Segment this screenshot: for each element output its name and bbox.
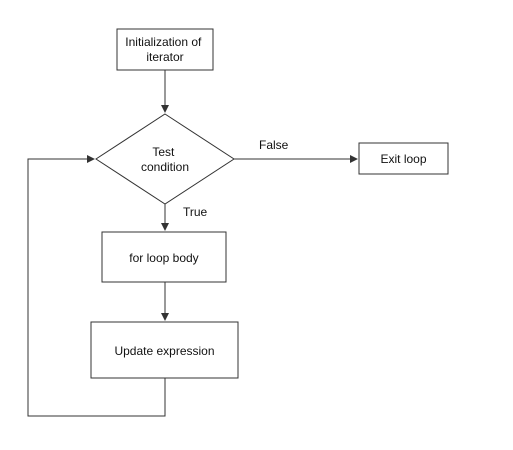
node-initialization-line-1: Initialization of <box>125 35 202 49</box>
node-for-loop-body: for loop body <box>101 231 227 283</box>
node-test-condition: Test condition <box>95 113 235 205</box>
node-exit-loop-label: Exit loop <box>380 152 426 166</box>
svg-text:Initialization of iterat: Initialization of iterator <box>125 35 204 64</box>
node-test-condition-line-2: condition <box>141 160 189 174</box>
node-initialization-line-2: iterator <box>146 50 183 64</box>
node-exit-loop: Exit loop <box>358 142 449 175</box>
svg-text:Test condition: Test condition <box>141 145 189 174</box>
edge-update-loop-back <box>27 155 166 417</box>
edge-label-false: False <box>259 138 289 152</box>
edge-label-true: True <box>183 205 208 219</box>
node-test-condition-line-1: Test <box>152 145 175 159</box>
node-for-loop-body-label: for loop body <box>129 251 198 265</box>
node-initialization: Initialization of iterator <box>116 28 214 71</box>
node-update-expression: Update expression <box>90 321 239 379</box>
node-update-expression-label: Update expression <box>114 344 214 358</box>
